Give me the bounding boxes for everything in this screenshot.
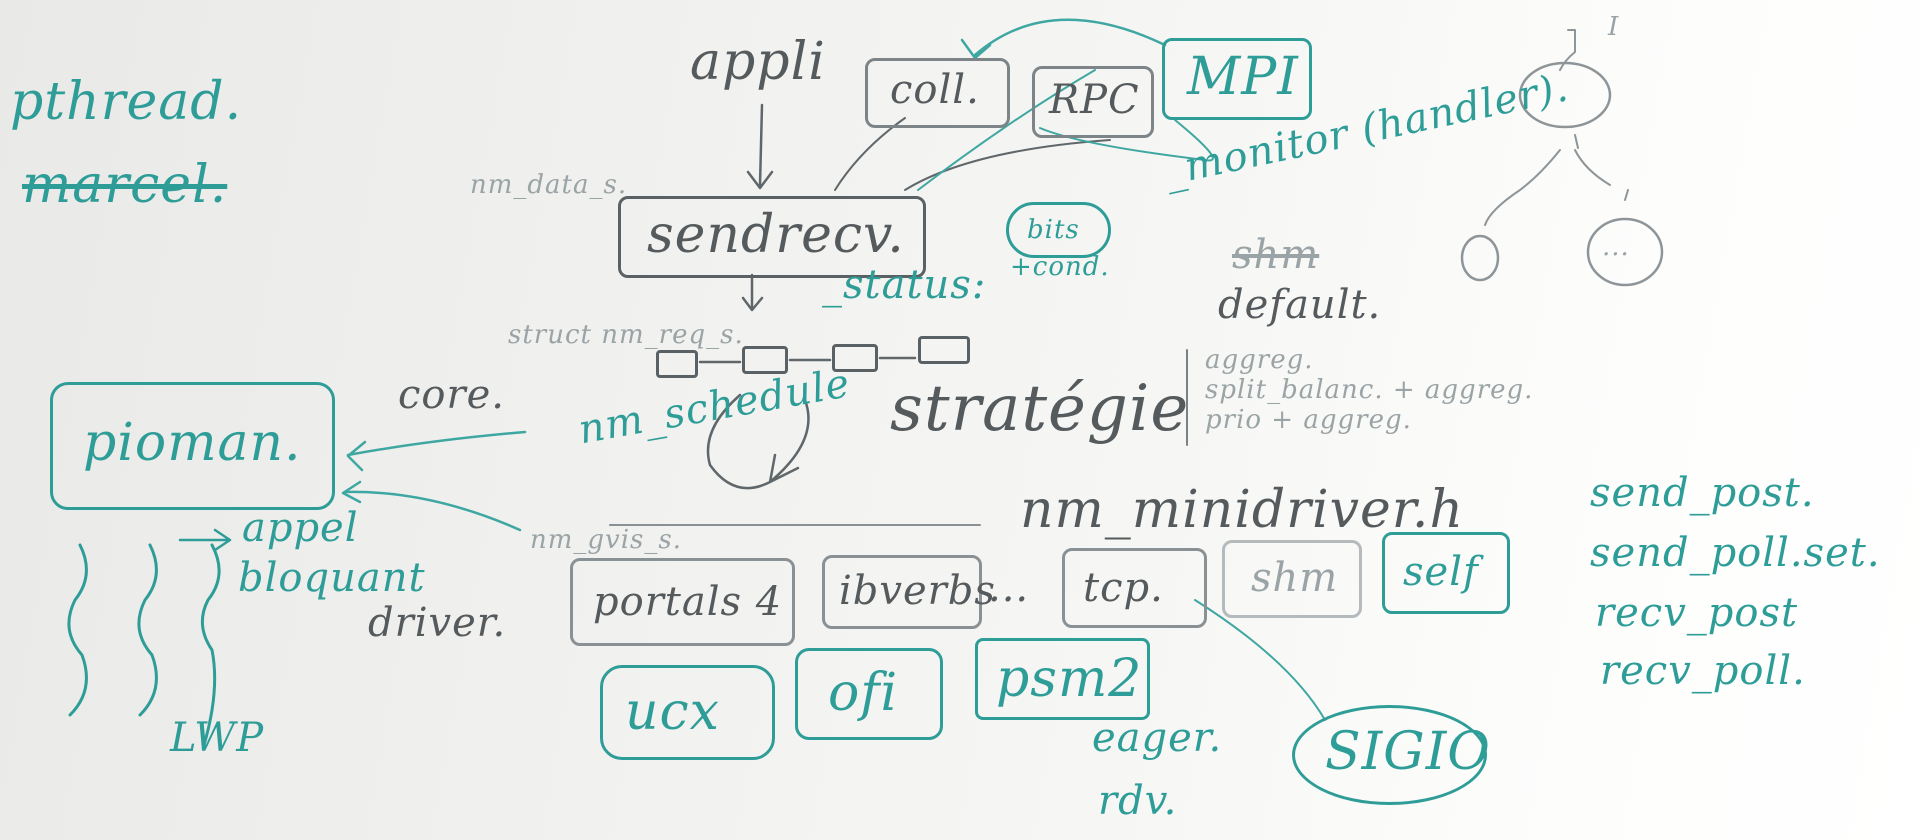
- label-psm2: psm2: [996, 649, 1143, 709]
- label-lwp: LWP: [170, 715, 265, 761]
- tree-node-top: [1518, 61, 1612, 129]
- label-aggreg: aggreg.: [1205, 345, 1314, 375]
- label-prio-aggreg: prio + aggreg.: [1205, 405, 1412, 435]
- box-rpc: RPC: [1032, 66, 1154, 138]
- label-ofi: ofi: [828, 663, 899, 723]
- label-driver-shm: shm: [1251, 555, 1339, 601]
- label-corner-mark: I: [1608, 12, 1620, 42]
- label-sigio: SIGIO: [1325, 722, 1491, 782]
- schedule-loop-arrow: [706, 393, 810, 490]
- driver-self: self: [1382, 532, 1510, 614]
- label-nm-data: nm_data_s.: [470, 170, 628, 200]
- req-box-4: [918, 336, 970, 364]
- tree-node-right: [1586, 217, 1664, 287]
- driver-tcp: tcp.: [1062, 548, 1207, 628]
- arrow-coll-to-sendrecv: [834, 117, 906, 191]
- tree-node-left: [1460, 234, 1500, 282]
- arrow-rpc-to-sendrecv-teal: [917, 69, 1096, 191]
- label-bloquant: bloquant: [238, 555, 426, 601]
- label-ellipsis: ...: [988, 565, 1030, 611]
- driver-portals4: portals 4: [570, 558, 795, 646]
- label-tcp: tcp.: [1083, 565, 1164, 611]
- thread-squiggle-2: [137, 543, 158, 717]
- driver-psm2: psm2: [975, 638, 1150, 720]
- label-pthread: pthread.: [10, 72, 243, 132]
- label-mpi: MPI: [1187, 47, 1299, 107]
- box-sendrecv: sendrecv.: [618, 196, 926, 278]
- box-bits: bits: [1006, 202, 1111, 258]
- driver-ibverbs: ibverbs: [822, 555, 995, 629]
- label-eager: eager.: [1092, 715, 1223, 761]
- label-recv-post: recv_post: [1595, 590, 1799, 636]
- req-box-3: [832, 344, 878, 372]
- label-recv-poll: recv_poll.: [1600, 648, 1806, 694]
- req-box-2: [742, 346, 788, 374]
- label-shm: shm: [1232, 232, 1320, 278]
- label-nm-gvis: nm_gvis_s.: [530, 525, 682, 555]
- req-chain-links: [698, 356, 917, 364]
- box-coll: coll.: [865, 58, 1010, 128]
- thread-squiggle-3: [200, 543, 221, 747]
- label-sendrecv: sendrecv.: [647, 205, 905, 265]
- box-mpi: MPI: [1162, 38, 1312, 120]
- label-cond: +cond.: [1010, 252, 1110, 282]
- label-self: self: [1403, 549, 1479, 595]
- label-ucx: ucx: [625, 682, 720, 742]
- label-strategie: stratégie: [890, 372, 1190, 446]
- arrow-tcp-to-sigio: [1194, 599, 1326, 721]
- label-appli: appli: [690, 32, 826, 92]
- label-nm-minidriver: nm_minidriver.h: [1020, 480, 1464, 540]
- label-bits: bits: [1027, 215, 1080, 245]
- arrow-thread-to-appel: [178, 528, 232, 552]
- label-portals4: portals 4: [593, 579, 783, 625]
- arrow-core-to-pioman: [346, 430, 527, 472]
- label-send-poll: send_poll.set.: [1590, 530, 1881, 576]
- label-default: default.: [1218, 282, 1382, 328]
- driver-shm: shm: [1222, 540, 1362, 618]
- label-rpc: RPC: [1049, 77, 1140, 123]
- thread-squiggle-1: [67, 543, 88, 717]
- label-driver: driver.: [368, 600, 507, 646]
- arrow-rpc-to-sendrecv: [904, 139, 1111, 191]
- label-split-balance: split_balanc. + aggreg.: [1205, 375, 1534, 405]
- label-marcel: marcel.: [22, 155, 228, 215]
- arrow-mpi-to-coll: [960, 18, 1167, 60]
- req-box-1: [656, 350, 698, 378]
- tree-drawing: [1484, 29, 1629, 226]
- arrow-appli-to-sendrecv: [746, 103, 774, 190]
- arrow-gvis-to-pioman: [341, 480, 522, 532]
- arrow-sendrecv-down: [741, 273, 764, 312]
- label-rdv: rdv.: [1098, 778, 1178, 824]
- label-corner-dots: ...: [1602, 232, 1630, 262]
- driver-ofi: ofi: [795, 648, 943, 740]
- bubble-sigio: SIGIO: [1292, 705, 1490, 805]
- label-core: core.: [398, 372, 505, 418]
- label-status: _status:: [822, 262, 987, 308]
- label-struct-req: struct nm_req_s.: [508, 320, 744, 350]
- label-pioman: pioman.: [83, 413, 302, 473]
- label-send-post: send_post.: [1590, 470, 1815, 516]
- label-coll: coll.: [890, 67, 980, 113]
- driver-ucx: ucx: [600, 665, 775, 760]
- box-pioman: pioman.: [50, 382, 335, 510]
- label-ibverbs: ibverbs: [839, 568, 996, 614]
- label-appel: appel: [242, 505, 359, 551]
